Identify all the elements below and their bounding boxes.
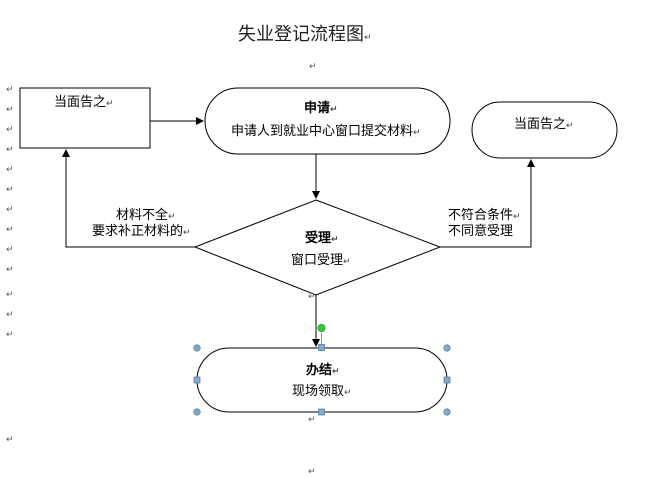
left-notice-label: 当面告之↵ [54, 95, 114, 110]
apply-node [204, 87, 451, 155]
paragraph-mark: ↵ [6, 145, 14, 155]
apply-body: 申请人到就业中心窗口提交材料↵ [231, 124, 421, 139]
edge-accept-to-left [62, 149, 195, 248]
right-notice-label: 当面告之↵ [514, 117, 574, 132]
paragraph-mark: ↵ [6, 310, 14, 320]
handle-top-left[interactable] [193, 344, 201, 352]
handle-mid-right[interactable] [443, 376, 451, 384]
edge-accept-to-right [440, 159, 535, 248]
paragraph-mark: ↵ [6, 165, 14, 175]
paragraph-mark: ↵ [6, 225, 14, 235]
right-edge-label-line2: 不同意受理 [448, 224, 514, 239]
handle-mid-left[interactable] [193, 376, 201, 384]
paragraph-mark: ↵ [308, 415, 316, 425]
paragraph-mark: ↵ [309, 62, 317, 72]
left-edge-label-line1: 材料不全↵ [116, 208, 176, 223]
paragraph-mark: ↵ [6, 290, 14, 300]
finish-body: 现场领取↵ [292, 384, 352, 399]
paragraph-mark: ↵ [6, 185, 14, 195]
left-edge-label-line2: 要求补正材料的↵ [92, 224, 191, 239]
paragraph-mark: ↵ [308, 292, 316, 302]
paragraph-mark: ↵ [6, 85, 14, 95]
handle-top-mid[interactable] [318, 344, 325, 351]
paragraph-mark: ↵ [308, 467, 316, 477]
rotate-handle[interactable] [317, 323, 326, 332]
selection-handles[interactable] [193, 323, 451, 416]
accept-decision [193, 199, 442, 296]
left-notice-box [19, 87, 151, 149]
handle-bottom-right[interactable] [443, 408, 451, 416]
handle-top-right[interactable] [443, 344, 451, 352]
apply-title: 申请↵ [304, 101, 338, 116]
right-edge-label-line1: 不符合条件↵ [448, 208, 521, 223]
handle-bottom-mid[interactable] [318, 408, 325, 416]
paragraph-mark: ↵ [6, 125, 14, 135]
paragraph-mark: ↵ [6, 245, 14, 255]
finish-title: 办结↵ [306, 363, 340, 378]
paragraph-mark: ↵ [6, 205, 14, 215]
paragraph-mark: ↵ [6, 330, 14, 340]
paragraph-mark: ↵ [6, 435, 14, 445]
paragraph-mark: ↵ [6, 105, 14, 115]
accept-title: 受理↵ [305, 231, 339, 246]
page-title: 失业登记流程图↵ [238, 24, 372, 45]
right-notice-box [471, 101, 618, 159]
handle-bottom-left[interactable] [193, 408, 201, 416]
finish-node [196, 347, 448, 413]
accept-body: 窗口受理↵ [291, 253, 351, 268]
paragraph-mark: ↵ [6, 265, 14, 275]
